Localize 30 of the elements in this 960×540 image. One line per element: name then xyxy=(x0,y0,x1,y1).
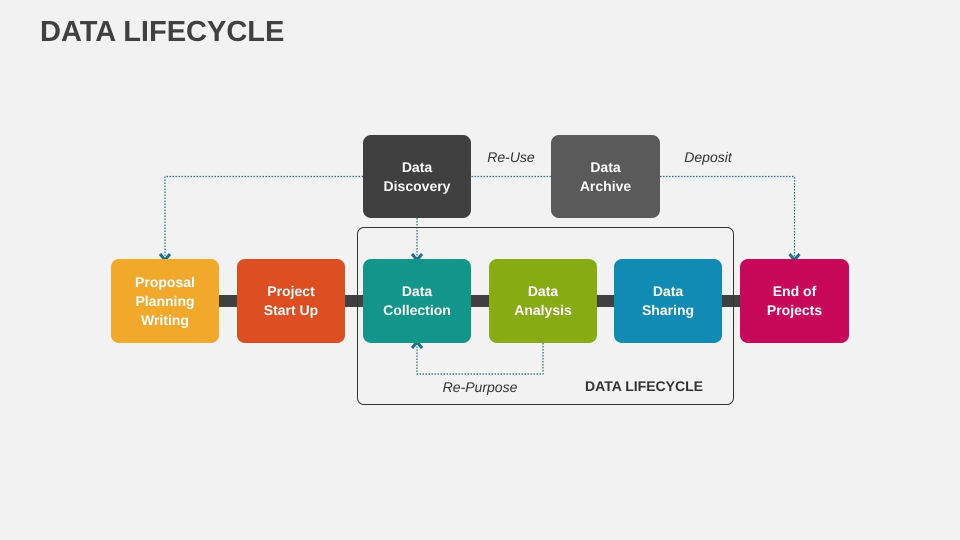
box-label: End of Projects xyxy=(766,282,824,320)
box-label: Data Sharing xyxy=(640,282,696,320)
process-box xyxy=(363,135,471,218)
group-heading: DATA LIFECYCLE xyxy=(585,378,703,394)
connector-bar xyxy=(722,295,740,307)
edge-label: Re-Purpose xyxy=(440,379,520,395)
process-box xyxy=(363,259,471,343)
process-box xyxy=(551,135,660,218)
box-label: Data Collection xyxy=(382,282,452,320)
box-label: Data Discovery xyxy=(382,158,452,196)
dotted-arrow xyxy=(660,176,801,262)
process-box xyxy=(489,259,597,343)
process-box xyxy=(237,259,345,343)
dotted-arrow xyxy=(410,218,424,262)
title: DATA LIFECYCLE xyxy=(40,16,284,49)
box-label: Project Start Up xyxy=(262,282,320,320)
connector-bar xyxy=(345,295,363,307)
process-box xyxy=(614,259,722,343)
group-frame xyxy=(357,227,734,405)
box-label: Data Analysis xyxy=(513,282,573,320)
process-box xyxy=(111,259,219,343)
connector-bar xyxy=(219,295,237,307)
box-label: Data Archive xyxy=(578,158,632,196)
connector-bar xyxy=(597,295,614,307)
dotted-arrow xyxy=(158,176,363,262)
edge-label: Re-Use xyxy=(485,149,537,165)
dotted-arrow xyxy=(410,340,544,375)
process-box xyxy=(740,259,849,343)
box-label: Proposal Planning Writing xyxy=(134,272,196,330)
edge-label: Deposit xyxy=(682,149,734,165)
